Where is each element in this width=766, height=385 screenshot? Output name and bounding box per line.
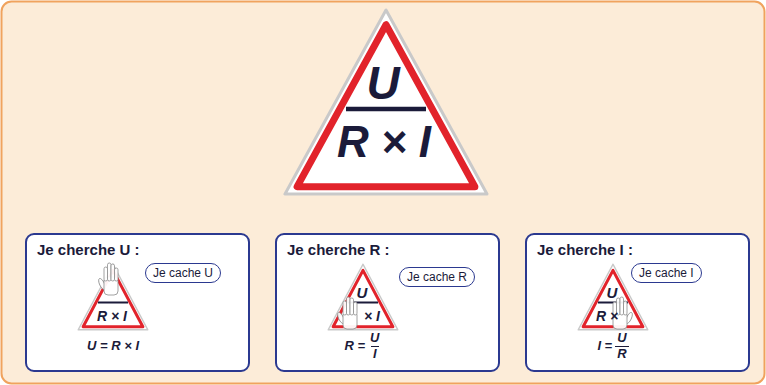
title-slot: Je cherche U : [37, 241, 140, 259]
fraction-term: R [615, 346, 628, 362]
fraction-term: U [615, 331, 628, 346]
hand-finger [347, 297, 351, 315]
fraction: UR [615, 331, 628, 362]
triangle-red-band [333, 270, 393, 326]
box-heading: Je cherche U : [37, 241, 140, 258]
formula: U = R × I [63, 339, 163, 354]
case-box: Je cherche R :R =UIU× IJe cache R [275, 233, 500, 372]
hand-finger [350, 298, 354, 315]
text-slot: R × I [76, 308, 148, 324]
box-heading: Je cherche I : [537, 241, 633, 258]
triangle-rim [78, 264, 148, 330]
triangle-letter: U [366, 57, 399, 109]
hand-icon [336, 297, 357, 329]
ohm-triangle: U R × I [283, 8, 489, 196]
text-slot: U [280, 60, 486, 106]
triangle-letter: R × I [97, 308, 127, 324]
case-box: Je cherche I :I =URUR ×Je cache I [525, 233, 750, 372]
triangle-letter: R × I [337, 117, 431, 166]
speech-bubble: Je cache R [399, 267, 475, 287]
hand-finger [354, 302, 358, 315]
formula: I =UR [563, 331, 663, 362]
text-slot: R × [596, 308, 618, 324]
text-slot: × I [364, 308, 380, 324]
triangle-letter: U [607, 284, 618, 301]
hand-finger [108, 263, 112, 281]
triangle-rim [285, 10, 487, 194]
text-slot: U [326, 285, 398, 301]
hand-icon [613, 297, 634, 329]
formula-text: U = R × I [87, 338, 139, 353]
hand-finger [343, 301, 347, 315]
bubble-text: Je cache I [639, 266, 694, 280]
bubble-text: Je cache U [153, 266, 213, 280]
triangle-letter: U [357, 284, 368, 301]
hand-finger [620, 297, 624, 315]
hand-finger [624, 301, 628, 315]
hand-finger [613, 302, 617, 315]
hand-finger [111, 264, 115, 281]
hand-icon [97, 263, 118, 295]
triangle-rim [328, 264, 398, 330]
formula: R =UI [313, 331, 413, 362]
fraction-bar [98, 302, 128, 304]
speech-bubble: Je cache I [631, 263, 702, 283]
box-heading: Je cherche R : [287, 241, 390, 258]
hand-finger [115, 268, 119, 281]
text-slot: R × I [281, 120, 487, 164]
triangle-red-band [297, 25, 475, 187]
title-slot: Je cherche R : [287, 241, 390, 259]
triangle-letter: × I [364, 308, 380, 324]
hand-finger [104, 267, 108, 281]
hand-finger [617, 298, 621, 315]
speech-bubble: Je cache U [145, 263, 221, 283]
triangle-letter: R × [596, 308, 618, 324]
ohm-triangle: U × I [327, 263, 399, 331]
fraction: UI [368, 331, 381, 362]
formula-text: I = [597, 338, 612, 353]
fraction-term: I [371, 346, 379, 362]
case-box: Je cherche U : U = R × I R × I Je cache U [25, 233, 250, 372]
fraction-term: U [368, 331, 381, 346]
text-slot: U [576, 285, 648, 301]
title-slot: Je cherche I : [537, 241, 633, 259]
formula-text: R = [345, 338, 366, 353]
bubble-text: Je cache R [407, 270, 467, 284]
